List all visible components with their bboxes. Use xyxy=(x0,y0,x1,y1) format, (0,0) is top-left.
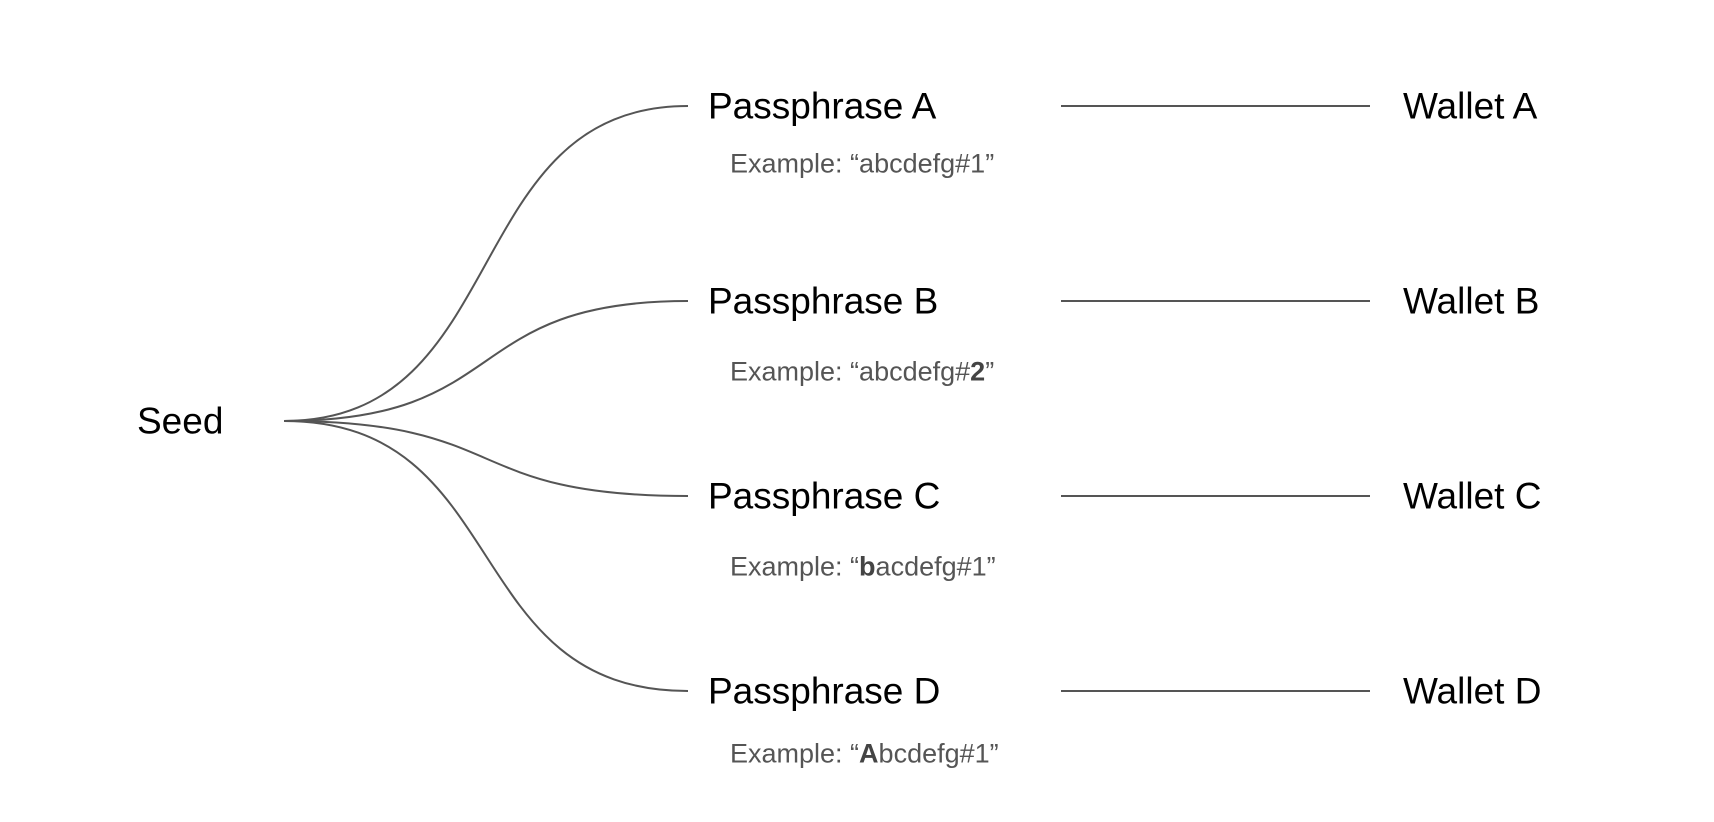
example-bold: A xyxy=(859,738,879,769)
passphrase-b-example: Example: “abcdefg#2” xyxy=(730,356,995,387)
seed-to-passphrase-d-edge xyxy=(283,420,689,692)
example-after: 1 xyxy=(970,148,986,179)
example-before: abcdefg# xyxy=(859,148,971,179)
passphrase-d-example: Example: “Abcdefg#1” xyxy=(730,738,999,769)
example-suffix: ” xyxy=(986,551,996,582)
passphrase-a-node: Passphrase A xyxy=(708,85,937,127)
example-after: bcdefg#1 xyxy=(878,738,990,769)
seed-to-passphrase-c-edge xyxy=(283,420,689,497)
example-prefix: Example: “ xyxy=(730,551,860,582)
example-suffix: ” xyxy=(985,148,995,179)
wallet-c-node: Wallet C xyxy=(1403,475,1542,517)
example-suffix: ” xyxy=(989,738,999,769)
example-suffix: ” xyxy=(985,356,995,387)
passphrase-a-example: Example: “abcdefg#1” xyxy=(730,148,995,179)
passphrase-b-node: Passphrase B xyxy=(708,280,939,322)
seed-node: Seed xyxy=(137,400,224,442)
example-prefix: Example: “ xyxy=(730,738,860,769)
example-after: acdefg#1 xyxy=(875,551,987,582)
passphrase-d-node: Passphrase D xyxy=(708,670,941,712)
wallet-a-node: Wallet A xyxy=(1403,85,1538,127)
passphrase-c-node: Passphrase C xyxy=(708,475,941,517)
seed-to-passphrase-a-edge xyxy=(283,105,689,422)
example-prefix: Example: “ xyxy=(730,148,860,179)
seed-to-passphrase-b-edge xyxy=(283,300,689,422)
example-bold: 2 xyxy=(970,356,986,387)
wallet-b-node: Wallet B xyxy=(1403,280,1540,322)
example-prefix: Example: “ xyxy=(730,356,860,387)
diagram-edges xyxy=(283,105,1370,692)
passphrase-c-example: Example: “bacdefg#1” xyxy=(730,551,996,582)
wallet-d-node: Wallet D xyxy=(1403,670,1542,712)
example-bold: b xyxy=(859,551,876,582)
example-before: abcdefg# xyxy=(859,356,971,387)
